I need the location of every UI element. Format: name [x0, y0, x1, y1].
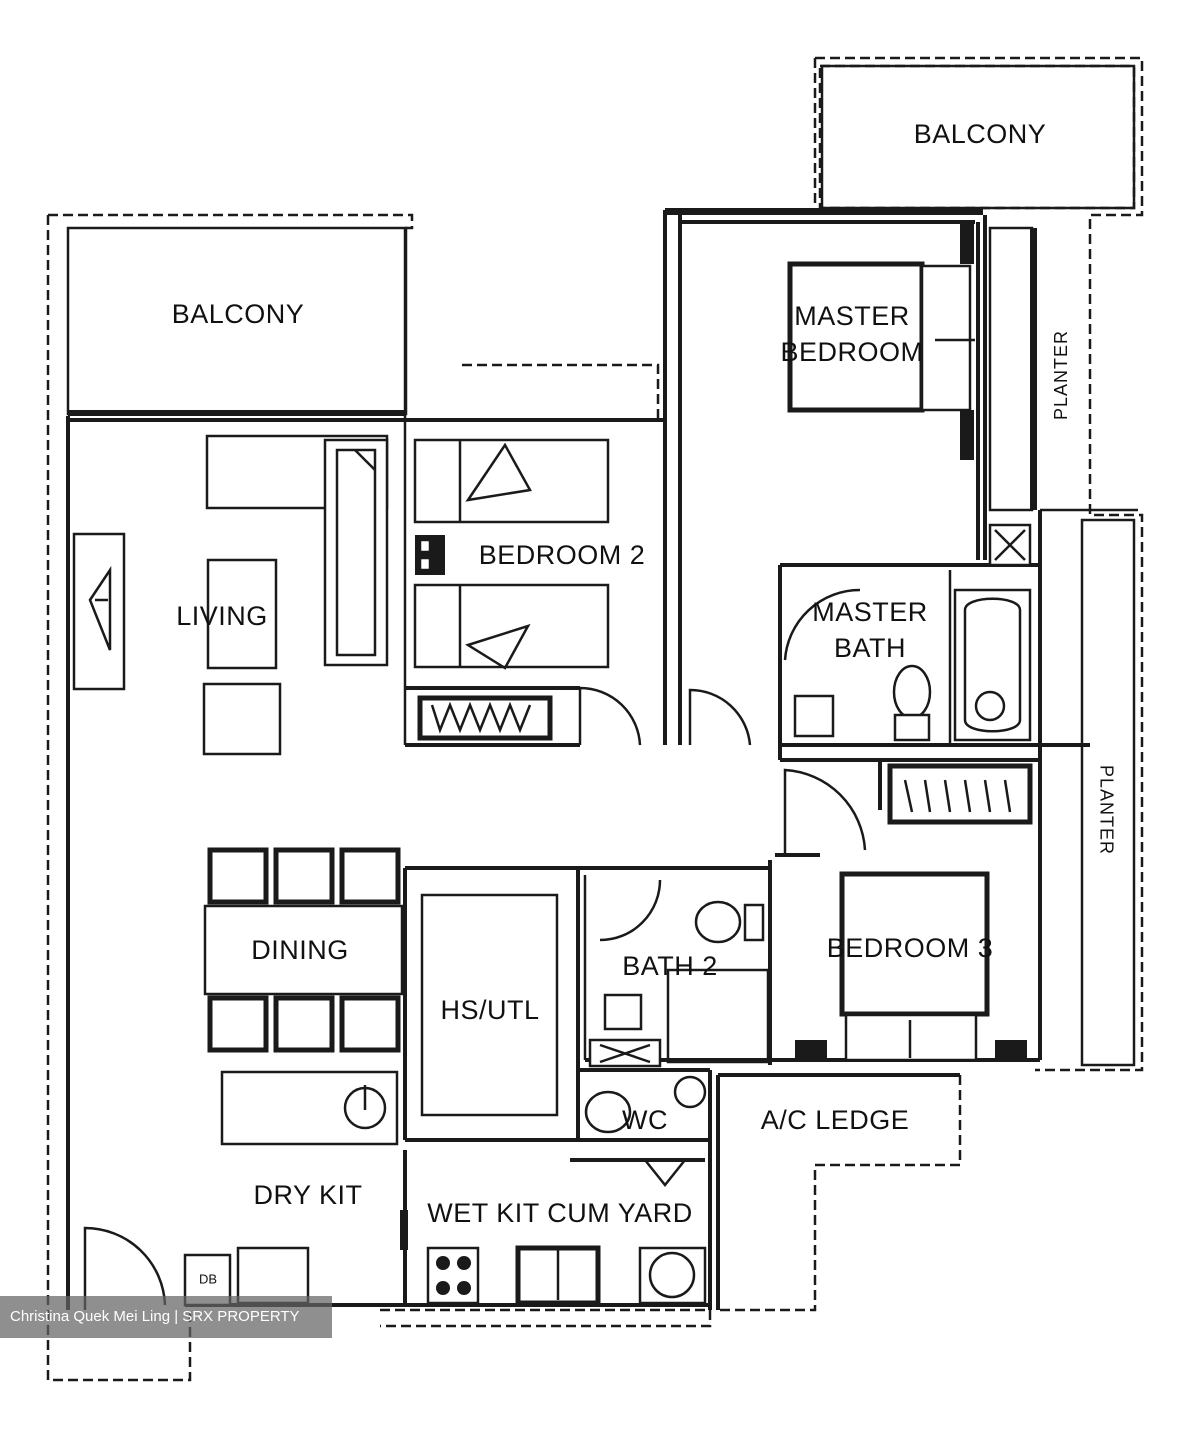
living: LIVING [72, 434, 389, 756]
balcony-top-label: BALCONY [914, 119, 1047, 149]
master-bedroom-label-1: MASTER [794, 301, 910, 331]
hs-utl: HS/UTL [420, 893, 559, 1117]
bedroom-2: BEDROOM 2 [413, 438, 752, 746]
ac-ledge-label: A/C LEDGE [761, 1105, 910, 1135]
planter-right-label: PLANTER [1096, 765, 1116, 855]
watermark: Christina Quek Mei Ling | SRX PROPERTY [0, 1296, 332, 1338]
dining: DINING [203, 847, 404, 1053]
wet-kitchen: WET KIT CUM YARD [426, 1198, 707, 1306]
wc: WC [584, 1075, 707, 1188]
outer-boundary [46, 56, 1144, 1382]
dining-label: DINING [251, 935, 349, 965]
dry-kit-label: DRY KIT [253, 1180, 362, 1210]
dry-kitchen: DB DRY KIT [83, 1070, 399, 1310]
master-bath-label-2: BATH [834, 633, 906, 663]
bedroom-3-label: BEDROOM 3 [827, 933, 994, 963]
bath-2-label: BATH 2 [622, 951, 718, 981]
db-label: DB [199, 1271, 217, 1286]
bedroom-2-label: BEDROOM 2 [479, 540, 646, 570]
master-bath-label-1: MASTER [812, 597, 928, 627]
balcony-left-label: BALCONY [172, 299, 305, 329]
bath-2: BATH 2 [588, 879, 765, 1068]
balcony-top: BALCONY [820, 64, 1136, 210]
wc-label: WC [622, 1105, 668, 1135]
master-bedroom: MASTER BEDROOM [780, 222, 975, 460]
living-label: LIVING [176, 601, 268, 631]
hs-utl-label: HS/UTL [440, 995, 539, 1025]
wet-kit-label: WET KIT CUM YARD [427, 1198, 693, 1228]
master-bath: MASTER BATH [783, 523, 1032, 742]
corridor-door [783, 768, 867, 855]
master-bedroom-label-2: BEDROOM [780, 337, 923, 367]
bedroom-3: BEDROOM 3 [795, 763, 1033, 1062]
planter-top-label: PLANTER [1051, 330, 1071, 420]
balcony-left: BALCONY [66, 226, 408, 416]
